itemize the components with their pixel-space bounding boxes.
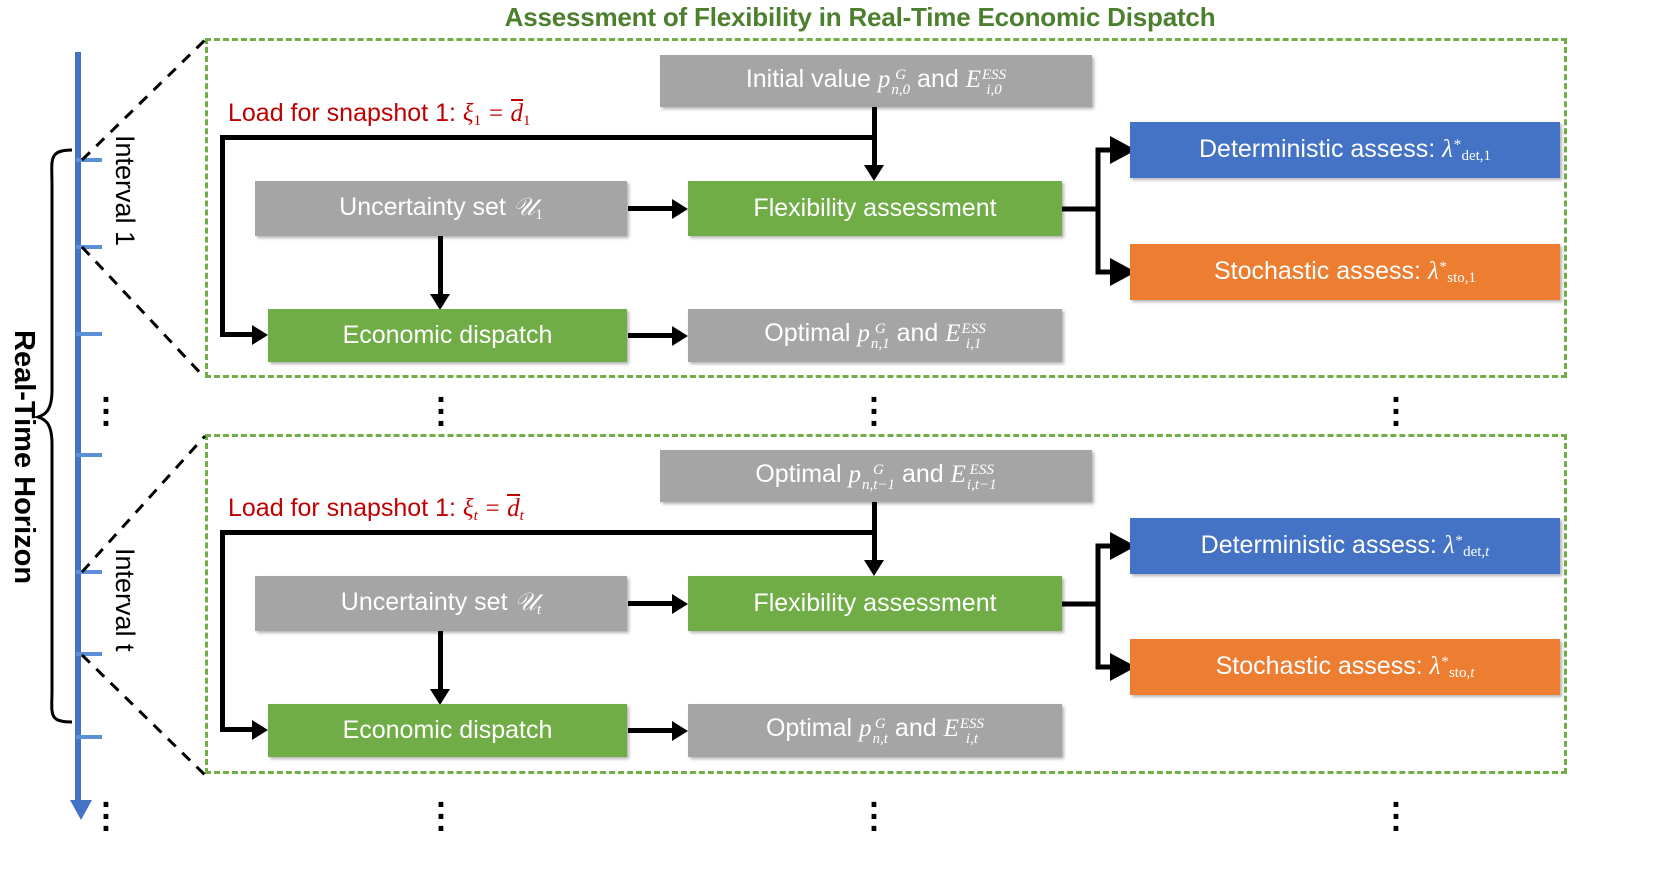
- connector-unc-to-flex-t: [628, 601, 678, 606]
- arrowhead-econ-to-opt-1: [672, 326, 688, 346]
- connector-econ-to-opt-1: [628, 333, 678, 338]
- timeline-ellipsis-bottom: ...: [101, 777, 111, 840]
- node-label: Uncertainty set 𝒰1: [339, 192, 543, 223]
- node-deterministic-assess-1[interactable]: Deterministic assess: λ*det,1: [1130, 122, 1560, 178]
- connector-load-to-econ-t: [220, 727, 260, 732]
- arrowhead-unc-to-flex-1: [672, 199, 688, 219]
- group-ellipsis-mid-col2: ...: [869, 372, 879, 435]
- arrowhead-to-econ-t: [252, 720, 268, 740]
- connector-load-down-1: [220, 135, 225, 335]
- arrowhead-initial-down-t: [864, 560, 884, 576]
- node-label: Economic dispatch: [342, 716, 553, 745]
- connector-initial-down-1: [872, 107, 877, 169]
- timeline-ellipsis-middle: ...: [101, 372, 111, 435]
- node-deterministic-assess-t[interactable]: Deterministic assess: λ*det,t: [1130, 518, 1560, 574]
- timeline-tick: [76, 735, 102, 739]
- load-label-text: Load for snapshot 1:: [228, 99, 456, 127]
- interval-t-label: Interval t: [110, 548, 140, 652]
- node-label: Flexibility assessment: [753, 589, 997, 618]
- timeline-tick: [76, 332, 102, 336]
- node-label: Economic dispatch: [342, 321, 553, 350]
- timeline-horizon-label: Real-Time Horizon: [8, 330, 40, 585]
- load-label-math: ξ1 = d1: [462, 99, 531, 130]
- connector-load-down-t: [220, 530, 225, 730]
- group-ellipsis-bottom-col1: ...: [436, 777, 446, 840]
- connector-load-bus-t: [220, 530, 875, 535]
- timeline-tick: [76, 652, 102, 656]
- timeline-tick: [76, 570, 102, 574]
- timeline-axis: [75, 52, 81, 807]
- connector-load-to-econ-1: [220, 332, 260, 337]
- group-ellipsis-bottom-col2: ...: [869, 777, 879, 840]
- load-label-math: ξt = dt: [462, 494, 524, 525]
- arrowhead-unc-down-t: [430, 689, 450, 705]
- arrowhead-to-econ-1: [252, 325, 268, 345]
- connector-unc-down-t: [438, 631, 443, 693]
- node-label: Stochastic assess: λ*sto,1: [1213, 257, 1477, 286]
- connector-unc-down-1: [438, 236, 443, 298]
- timeline-tick: [76, 245, 102, 249]
- group-ellipsis-bottom-col3: ...: [1391, 777, 1401, 840]
- arrowhead-initial-down-1: [864, 165, 884, 181]
- node-stochastic-assess-t[interactable]: Stochastic assess: λ*sto,t: [1130, 639, 1560, 695]
- arrowhead-unc-to-flex-t: [672, 594, 688, 614]
- node-stochastic-assess-1[interactable]: Stochastic assess: λ*sto,1: [1130, 244, 1560, 300]
- node-uncertainty-set-t[interactable]: Uncertainty set 𝒰t: [255, 576, 627, 631]
- node-economic-dispatch-1[interactable]: Economic dispatch: [268, 309, 627, 362]
- connector-unc-to-flex-1: [628, 206, 678, 211]
- interval-1-label: Interval 1: [110, 135, 140, 247]
- arrowhead-econ-to-opt-t: [672, 721, 688, 741]
- node-economic-dispatch-t[interactable]: Economic dispatch: [268, 704, 627, 757]
- group-ellipsis-mid-col1: ...: [436, 372, 446, 435]
- interval-1-frame: [205, 38, 1567, 378]
- connector-load-bus-1: [220, 135, 875, 140]
- load-label-interval-t: Load for snapshot 1: ξt = dt: [228, 494, 524, 525]
- timeline-arrowhead: [70, 800, 92, 820]
- page-title: Assessment of Flexibility in Real-Time E…: [504, 2, 1216, 32]
- arrowhead-unc-down-1: [430, 294, 450, 310]
- node-flexibility-assessment-1[interactable]: Flexibility assessment: [688, 181, 1062, 236]
- connector-initial-down-t: [872, 502, 877, 564]
- node-label: Uncertainty set 𝒰t: [340, 587, 542, 618]
- node-label: Deterministic assess: λ*det,t: [1200, 531, 1490, 560]
- group-ellipsis-mid-col3: ...: [1391, 372, 1401, 435]
- load-label-interval-1: Load for snapshot 1: ξ1 = d1: [228, 99, 531, 130]
- timeline-tick: [76, 158, 102, 162]
- load-label-text: Load for snapshot 1:: [228, 494, 456, 522]
- node-flexibility-assessment-t[interactable]: Flexibility assessment: [688, 576, 1062, 631]
- connector-econ-to-opt-t: [628, 728, 678, 733]
- interval-t-frame: [205, 434, 1567, 774]
- node-label: Deterministic assess: λ*det,1: [1198, 135, 1492, 164]
- timeline-tick: [76, 453, 102, 457]
- node-label: Flexibility assessment: [753, 194, 997, 223]
- node-uncertainty-set-1[interactable]: Uncertainty set 𝒰1: [255, 181, 627, 236]
- node-label: Stochastic assess: λ*sto,t: [1215, 652, 1475, 681]
